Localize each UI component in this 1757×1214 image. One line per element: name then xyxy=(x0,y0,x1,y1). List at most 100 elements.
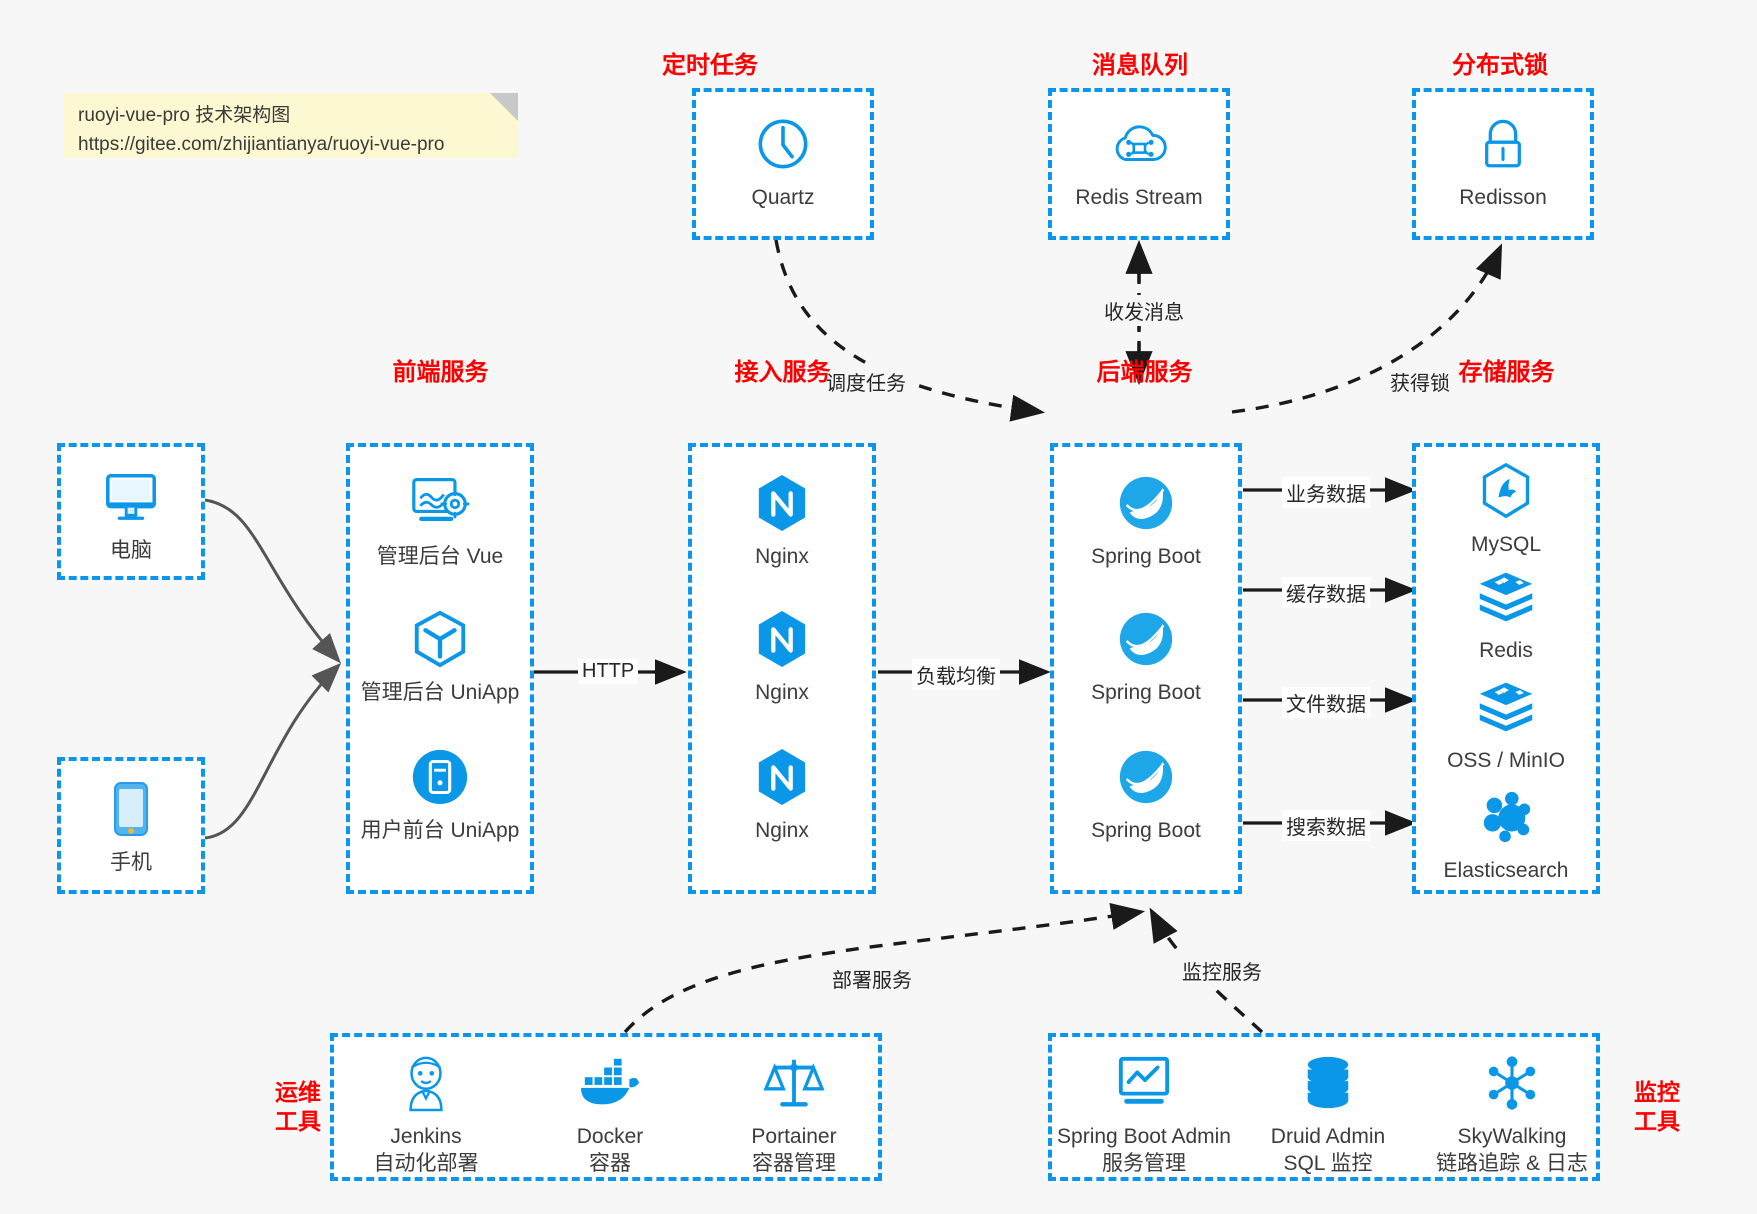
group-title-message-queue: 消息队列 xyxy=(1092,52,1188,79)
node-label-sub: SQL 监控 xyxy=(1283,1152,1373,1176)
node-label: Nginx xyxy=(755,819,809,842)
edge-label-business-data: 业务数据 xyxy=(1282,477,1370,508)
group-title-devops-line1: 运维 xyxy=(275,1079,321,1105)
node-spring-boot-admin[interactable]: Spring Boot Admin 服务管理 xyxy=(1052,1051,1236,1178)
node-mysql[interactable]: MySQL xyxy=(1416,459,1596,558)
group-box-monitoring: Spring Boot Admin 服务管理 Druid Admin SQL 监… xyxy=(1048,1033,1600,1181)
node-quartz[interactable]: Quartz xyxy=(696,112,870,211)
node-label: Redis xyxy=(1479,639,1533,662)
edge-pc-to-frontend xyxy=(204,498,341,664)
group-title-storage: 存储服务 xyxy=(1458,359,1555,386)
node-label: 电脑 xyxy=(110,539,152,562)
edge-label-send-receive-message: 收发消息 xyxy=(1100,295,1188,326)
node-redis[interactable]: Redis xyxy=(1416,565,1596,664)
group-box-client-pc: 电脑 xyxy=(57,443,205,580)
skywalking-icon xyxy=(1420,1051,1604,1115)
group-title-gateway: 接入服务 xyxy=(734,359,831,386)
node-label: MySQL xyxy=(1470,533,1541,556)
node-label: Spring Boot Admin 服务管理 xyxy=(1052,1123,1236,1178)
node-mobile[interactable]: 手机 xyxy=(61,777,201,876)
node-admin-vue[interactable]: 管理后台 Vue xyxy=(350,471,530,570)
node-label: Spring Boot xyxy=(1091,545,1201,568)
edge-label-deploy-service: 部署服务 xyxy=(828,963,916,994)
node-springboot-3[interactable]: Spring Boot xyxy=(1054,745,1238,844)
node-label: Quartz xyxy=(751,186,815,209)
node-label: Spring Boot xyxy=(1091,819,1201,842)
group-title-devops: 运维 工具 xyxy=(258,1078,338,1136)
node-label: Elasticsearch xyxy=(1443,859,1569,882)
group-box-scheduled-task: Quartz xyxy=(692,88,874,240)
title-sticky-note: ruoyi-vue-pro 技术架构图 https://gitee.com/zh… xyxy=(63,93,518,158)
node-label-main: Jenkins xyxy=(390,1125,462,1148)
node-label: Druid Admin SQL 监控 xyxy=(1236,1123,1420,1178)
phone-icon xyxy=(61,777,201,841)
spring-boot-icon xyxy=(1054,745,1238,809)
group-box-client-mobile: 手机 xyxy=(57,757,205,894)
group-box-gateway: Nginx Nginx Nginx xyxy=(688,443,876,894)
node-nginx-2[interactable]: Nginx xyxy=(692,607,872,706)
jenkins-icon xyxy=(334,1051,518,1115)
node-label: Redis Stream xyxy=(1075,186,1203,209)
nginx-icon xyxy=(692,607,872,671)
edge-label-file-data: 文件数据 xyxy=(1282,687,1370,718)
edge-label-acquire-lock: 获得锁 xyxy=(1386,366,1454,397)
redis-icon xyxy=(1416,565,1596,629)
group-title-monitoring: 监控 工具 xyxy=(1612,1078,1702,1136)
node-label-main: SkyWalking xyxy=(1457,1125,1567,1148)
node-label: Spring Boot xyxy=(1091,681,1201,704)
note-line-1: ruoyi-vue-pro 技术架构图 xyxy=(78,105,291,126)
node-label-main: Docker xyxy=(576,1125,644,1148)
group-title-devops-line2: 工具 xyxy=(275,1107,321,1134)
redis-icon xyxy=(1416,675,1596,739)
edge-label-load-balance: 负载均衡 xyxy=(912,659,1000,690)
edge-label-schedule-task: 调度任务 xyxy=(822,366,910,397)
group-box-frontend: 管理后台 Vue 管理后台 UniApp 用户前台 UniApp xyxy=(346,443,534,894)
node-docker[interactable]: Docker 容器 xyxy=(518,1051,702,1178)
node-pc[interactable]: 电脑 xyxy=(61,465,201,564)
edge-mobile-to-frontend xyxy=(204,662,342,840)
node-nginx-3[interactable]: Nginx xyxy=(692,745,872,844)
elasticsearch-icon xyxy=(1416,785,1596,849)
node-springboot-1[interactable]: Spring Boot xyxy=(1054,471,1238,570)
node-label: Nginx xyxy=(755,681,809,704)
node-redisson[interactable]: Redisson xyxy=(1416,112,1590,211)
node-label-sub: 服务管理 xyxy=(1102,1152,1186,1176)
group-box-devops: Jenkins 自动化部署 Docker 容器 xyxy=(330,1033,882,1181)
group-box-backend: Spring Boot Spring Boot Spring Boot xyxy=(1050,443,1242,894)
node-skywalking[interactable]: SkyWalking 链路追踪 & 日志 xyxy=(1420,1051,1604,1178)
group-title-frontend: 前端服务 xyxy=(392,359,489,386)
node-label-sub: 链路追踪 & 日志 xyxy=(1436,1152,1588,1176)
group-title-distributed-lock: 分布式锁 xyxy=(1452,52,1548,79)
docker-icon xyxy=(518,1051,702,1115)
edge-label-http: HTTP xyxy=(578,659,639,684)
edge-label-cache-data: 缓存数据 xyxy=(1282,577,1370,608)
group-box-storage: MySQL Redis xyxy=(1412,443,1600,894)
node-elasticsearch[interactable]: Elasticsearch xyxy=(1416,785,1596,884)
note-text: ruoyi-vue-pro 技术架构图 https://gitee.com/zh… xyxy=(78,101,444,160)
node-oss-minio[interactable]: OSS / MinIO xyxy=(1416,675,1596,774)
node-admin-uniapp[interactable]: 管理后台 UniApp xyxy=(350,607,530,706)
nginx-icon xyxy=(692,745,872,809)
group-box-distributed-lock: Redisson xyxy=(1412,88,1594,240)
node-label-main: Portainer xyxy=(751,1125,837,1148)
node-portainer[interactable]: Portainer 容器管理 xyxy=(702,1051,886,1178)
node-label: 用户前台 UniApp xyxy=(360,819,520,842)
node-redis-stream[interactable]: Redis Stream xyxy=(1052,112,1226,211)
node-druid-admin[interactable]: Druid Admin SQL 监控 xyxy=(1236,1051,1420,1178)
node-label: 管理后台 UniApp xyxy=(360,681,520,704)
node-label-sub: 容器管理 xyxy=(752,1152,836,1176)
mysql-icon xyxy=(1416,459,1596,523)
node-nginx-1[interactable]: Nginx xyxy=(692,471,872,570)
cloud-stream-icon xyxy=(1052,112,1226,176)
node-springboot-2[interactable]: Spring Boot xyxy=(1054,607,1238,706)
node-label: Redisson xyxy=(1459,186,1547,209)
node-jenkins[interactable]: Jenkins 自动化部署 xyxy=(334,1051,518,1178)
node-label: Nginx xyxy=(755,545,809,568)
database-icon xyxy=(1236,1051,1420,1115)
nginx-icon xyxy=(692,471,872,535)
node-label-sub: 自动化部署 xyxy=(373,1152,479,1176)
group-title-scheduled-task: 定时任务 xyxy=(662,52,758,79)
node-user-uniapp[interactable]: 用户前台 UniApp xyxy=(350,745,530,844)
node-label: OSS / MinIO xyxy=(1447,749,1565,772)
